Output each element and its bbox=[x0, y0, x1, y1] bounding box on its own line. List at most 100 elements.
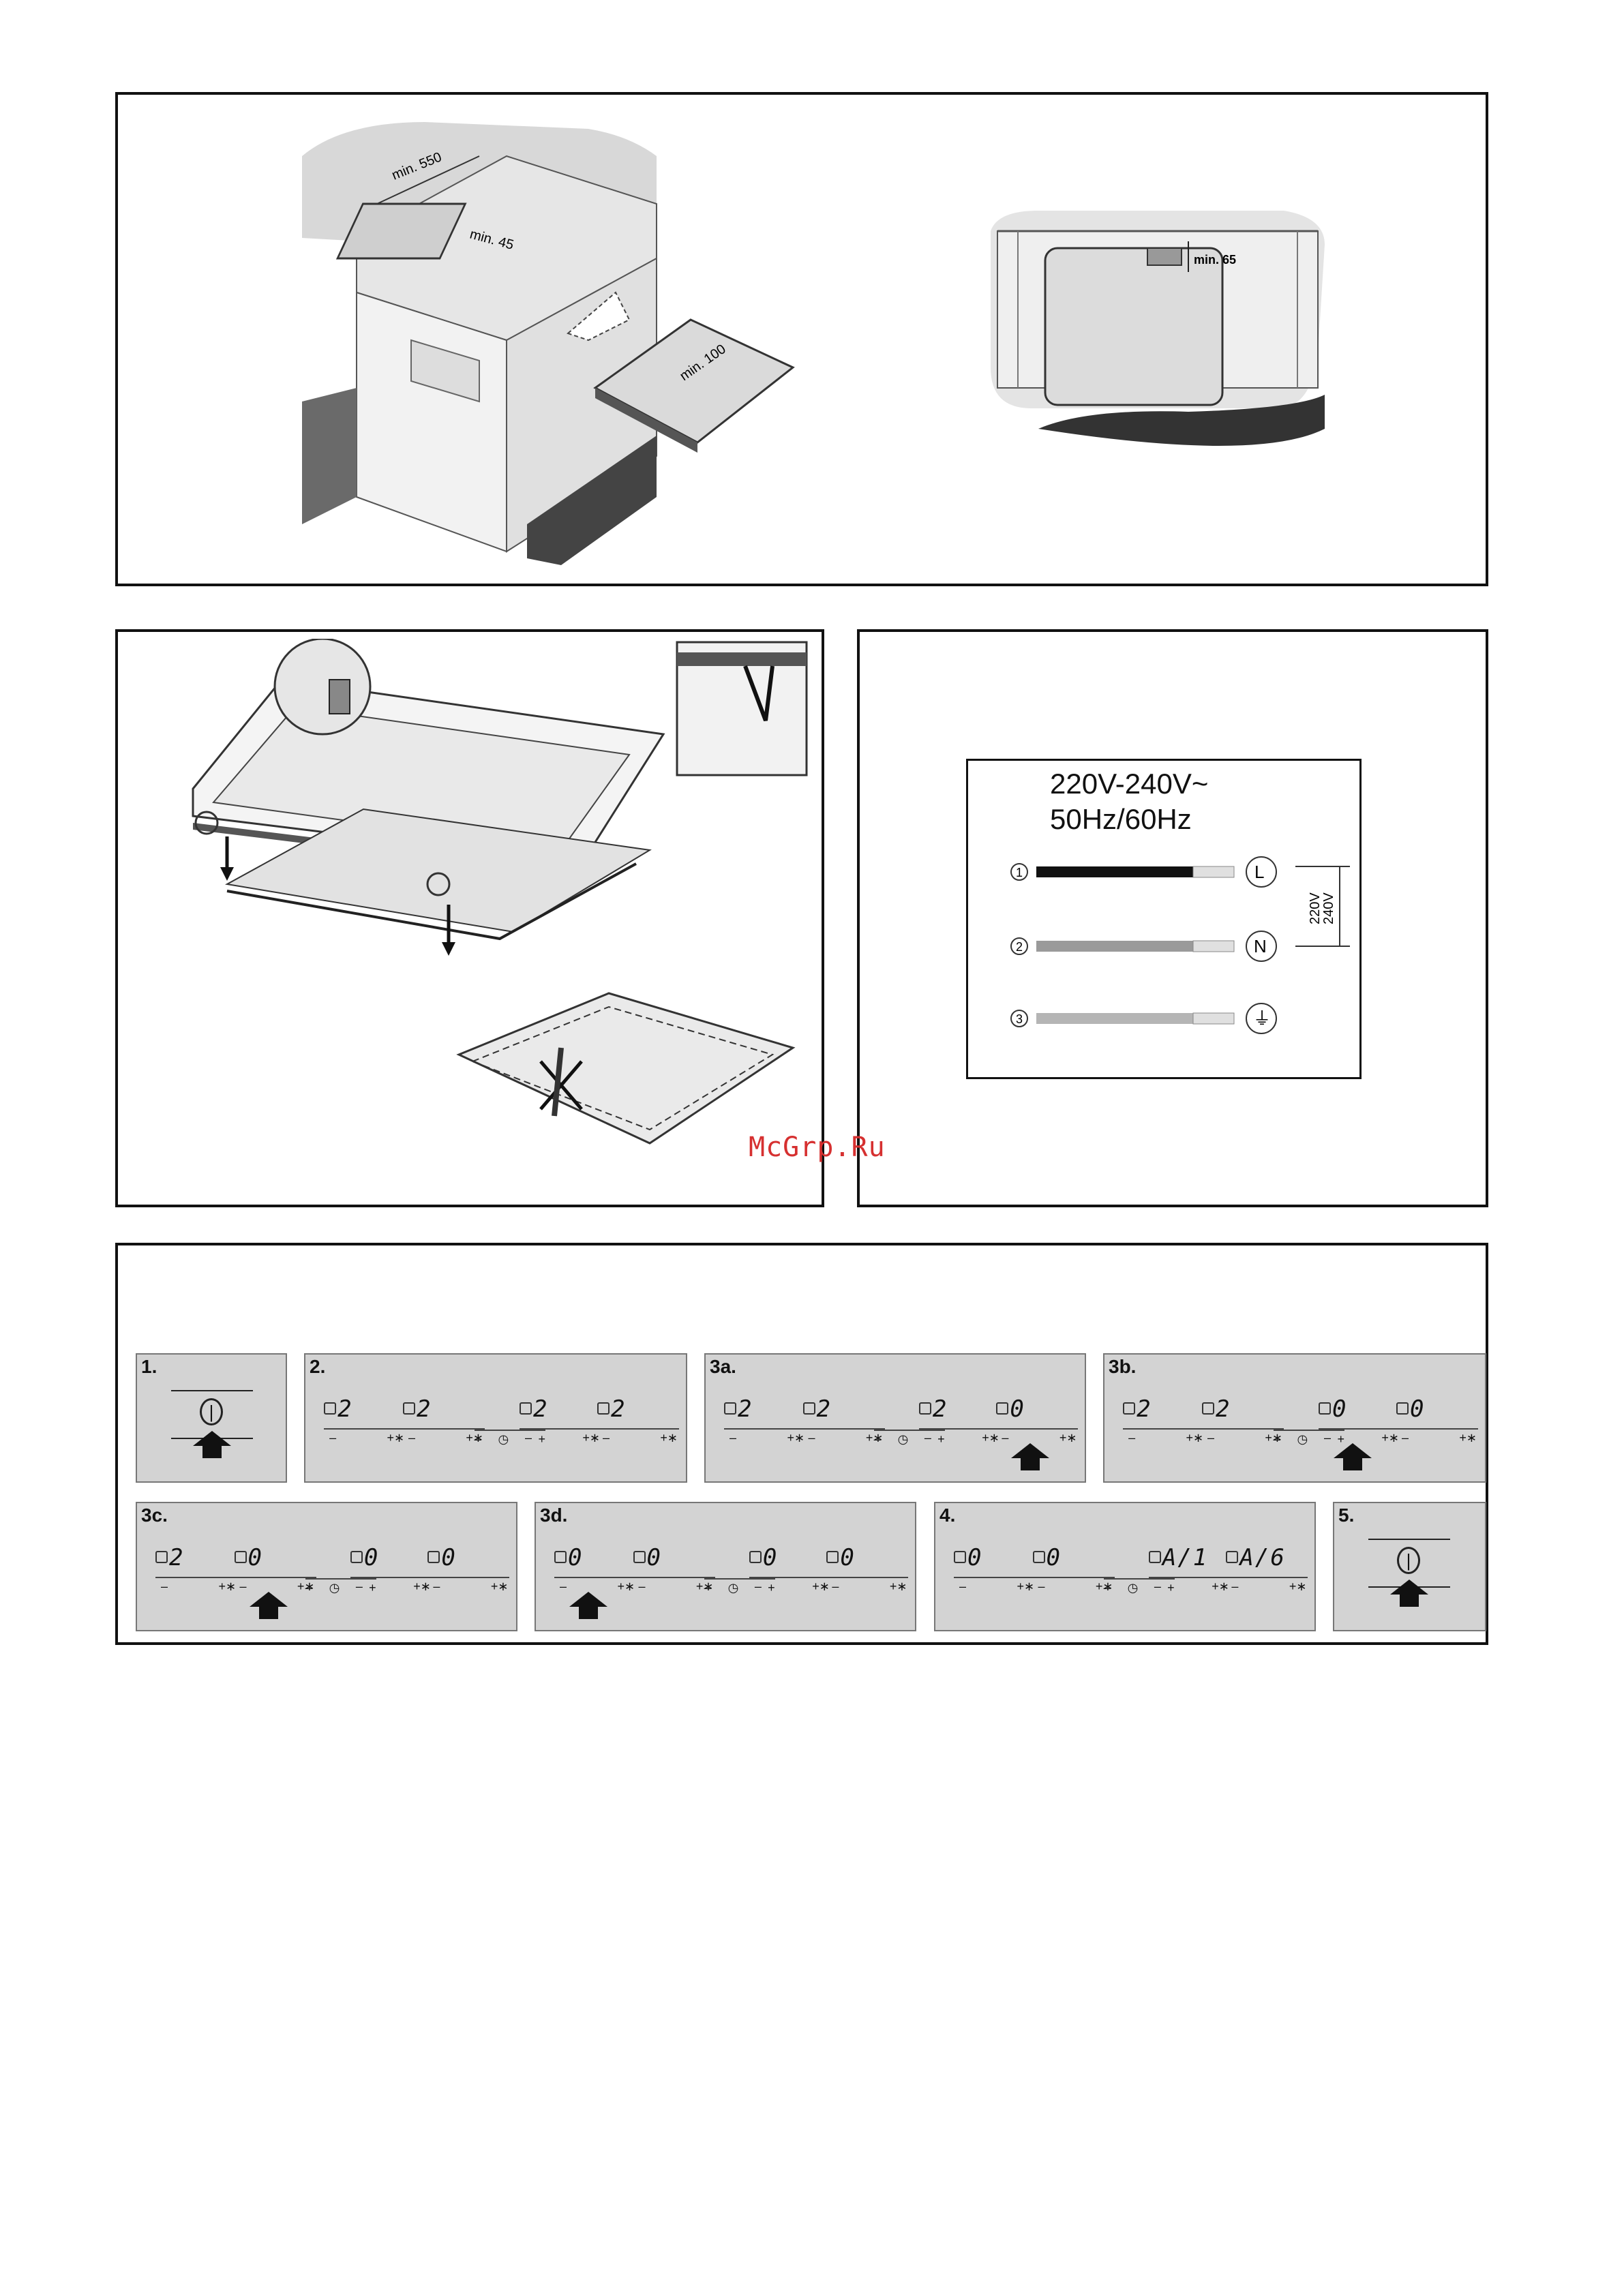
zone-divider bbox=[918, 1428, 1001, 1430]
plus-button[interactable]: +∗ bbox=[865, 1431, 884, 1445]
minus-button[interactable]: – bbox=[1038, 1580, 1045, 1593]
plus-button[interactable]: +∗ bbox=[1265, 1431, 1282, 1445]
minus-button[interactable]: – bbox=[1154, 1580, 1161, 1593]
timer-minus-button[interactable]: – bbox=[1103, 1581, 1111, 1595]
zone-indicator-icon bbox=[350, 1551, 363, 1563]
zone-divider bbox=[1319, 1428, 1400, 1430]
minus-button[interactable]: – bbox=[161, 1580, 168, 1593]
zone-controls: – +∗ bbox=[1002, 1431, 1077, 1445]
timer-plus-button[interactable]: + bbox=[538, 1432, 545, 1446]
svg-text:L: L bbox=[1254, 862, 1264, 882]
minus-button[interactable]: – bbox=[560, 1580, 567, 1593]
timer-controls[interactable]: – ◷ + bbox=[305, 1578, 376, 1595]
plus-button[interactable]: +∗ bbox=[812, 1580, 830, 1593]
zone-indicator-icon bbox=[633, 1551, 646, 1563]
plus-button[interactable]: +∗ bbox=[660, 1431, 678, 1445]
minus-button[interactable]: – bbox=[754, 1580, 762, 1593]
zone-indicator-icon bbox=[324, 1402, 337, 1415]
plus-button[interactable]: +∗ bbox=[695, 1580, 714, 1593]
plus-button[interactable]: +∗ bbox=[1095, 1580, 1113, 1593]
wiring-frame: 220V-240V~ 50Hz/60Hz 1 L 2 N 3 bbox=[857, 629, 1488, 1207]
timer-controls[interactable]: – ◷ + bbox=[1273, 1430, 1344, 1447]
zone-level-display: 2 bbox=[738, 1395, 753, 1423]
zone-indicator-icon bbox=[234, 1551, 247, 1563]
step-label: 3b. bbox=[1109, 1356, 1137, 1377]
zone-controls: – +∗ bbox=[924, 1431, 999, 1445]
minus-button[interactable]: – bbox=[329, 1431, 337, 1445]
zone-controls: – +∗ bbox=[525, 1431, 600, 1445]
power-button[interactable]: | bbox=[1397, 1547, 1420, 1574]
minus-button[interactable]: – bbox=[1207, 1431, 1215, 1445]
plus-button[interactable]: +∗ bbox=[617, 1580, 635, 1593]
minus-button[interactable]: – bbox=[730, 1431, 737, 1445]
svg-text:2: 2 bbox=[1016, 940, 1023, 954]
timer-minus-button[interactable]: – bbox=[704, 1581, 711, 1595]
minus-button[interactable]: – bbox=[603, 1431, 610, 1445]
timer-plus-button[interactable]: + bbox=[1167, 1581, 1175, 1595]
plus-button[interactable]: +∗ bbox=[1459, 1431, 1477, 1445]
plus-button[interactable]: +∗ bbox=[297, 1580, 315, 1593]
svg-text:240V: 240V bbox=[1321, 892, 1336, 924]
minus-button[interactable]: – bbox=[959, 1580, 967, 1593]
plus-button[interactable]: +∗ bbox=[889, 1580, 907, 1593]
timer-controls[interactable]: – ◷ + bbox=[474, 1430, 545, 1447]
minus-button[interactable]: – bbox=[832, 1580, 839, 1593]
plus-button[interactable]: +∗ bbox=[982, 1431, 999, 1445]
plus-button[interactable]: +∗ bbox=[1289, 1580, 1307, 1593]
step-label: 3c. bbox=[141, 1505, 168, 1526]
step-panel-1: 1.| bbox=[136, 1353, 287, 1483]
timer-controls[interactable]: – ◷ + bbox=[704, 1578, 775, 1595]
minus-button[interactable]: – bbox=[1128, 1431, 1136, 1445]
plus-button[interactable]: +∗ bbox=[582, 1431, 600, 1445]
timer-controls[interactable]: – ◷ + bbox=[1103, 1578, 1175, 1595]
timer-minus-button[interactable]: – bbox=[305, 1581, 312, 1595]
minus-button[interactable]: – bbox=[1002, 1431, 1009, 1445]
timer-controls[interactable]: – ◷ + bbox=[873, 1430, 945, 1447]
minus-button[interactable]: – bbox=[638, 1580, 646, 1593]
minus-button[interactable]: – bbox=[433, 1580, 440, 1593]
plus-button[interactable]: +∗ bbox=[387, 1431, 405, 1445]
zone-indicator-icon bbox=[918, 1402, 931, 1415]
minus-button[interactable]: – bbox=[1231, 1580, 1239, 1593]
minus-button[interactable]: – bbox=[1402, 1431, 1409, 1445]
plus-button[interactable]: +∗ bbox=[1059, 1431, 1077, 1445]
plus-button[interactable]: +∗ bbox=[1017, 1580, 1035, 1593]
minus-button[interactable]: – bbox=[239, 1580, 247, 1593]
zone-level-display: 0 bbox=[967, 1544, 983, 1571]
zone-divider bbox=[1226, 1577, 1308, 1578]
plus-button[interactable]: +∗ bbox=[490, 1580, 509, 1593]
zone-level-display: A/1 bbox=[1162, 1544, 1209, 1571]
timer-minus-button[interactable]: – bbox=[873, 1432, 881, 1446]
plus-button[interactable]: +∗ bbox=[1381, 1431, 1399, 1445]
minus-button[interactable]: – bbox=[808, 1431, 815, 1445]
power-line-top bbox=[1368, 1539, 1450, 1540]
timer-plus-button[interactable]: + bbox=[768, 1581, 775, 1595]
minus-button[interactable]: – bbox=[408, 1431, 416, 1445]
power-button[interactable]: | bbox=[200, 1398, 223, 1425]
zone-divider bbox=[1148, 1577, 1231, 1578]
plus-button[interactable]: +∗ bbox=[218, 1580, 237, 1593]
zone-level-display: 0 bbox=[247, 1544, 263, 1571]
plus-button[interactable]: +∗ bbox=[1186, 1431, 1204, 1445]
timer-minus-button[interactable]: – bbox=[474, 1432, 481, 1446]
plus-button[interactable]: +∗ bbox=[413, 1580, 431, 1593]
zone-controls: – +∗ bbox=[755, 1580, 830, 1594]
svg-text:⏚: ⏚ bbox=[1253, 1008, 1271, 1029]
timer-minus-button[interactable]: – bbox=[1273, 1432, 1280, 1446]
timer-icon: ◷ bbox=[724, 1581, 739, 1595]
timer-plus-button[interactable]: + bbox=[1337, 1432, 1344, 1446]
plus-button[interactable]: +∗ bbox=[466, 1431, 483, 1445]
timer-plus-button[interactable]: + bbox=[369, 1581, 376, 1595]
minus-button[interactable]: – bbox=[525, 1431, 532, 1445]
timer-icon: ◷ bbox=[1293, 1432, 1308, 1446]
plus-button[interactable]: +∗ bbox=[787, 1431, 805, 1445]
step-panel-5: 3c.2–+∗0–+∗0–+∗0–+∗– ◷ + bbox=[136, 1502, 517, 1631]
minus-button[interactable]: – bbox=[1324, 1431, 1332, 1445]
zone-level-display: 2 bbox=[533, 1395, 549, 1423]
minus-button[interactable]: – bbox=[355, 1580, 363, 1593]
step-panel-3: 3a.2–+∗2–+∗2–+∗0–+∗– ◷ + bbox=[704, 1353, 1086, 1483]
zone-indicator-icon bbox=[724, 1402, 737, 1415]
minus-button[interactable]: – bbox=[924, 1431, 931, 1445]
timer-plus-button[interactable]: + bbox=[937, 1432, 945, 1446]
plus-button[interactable]: +∗ bbox=[1212, 1580, 1229, 1593]
